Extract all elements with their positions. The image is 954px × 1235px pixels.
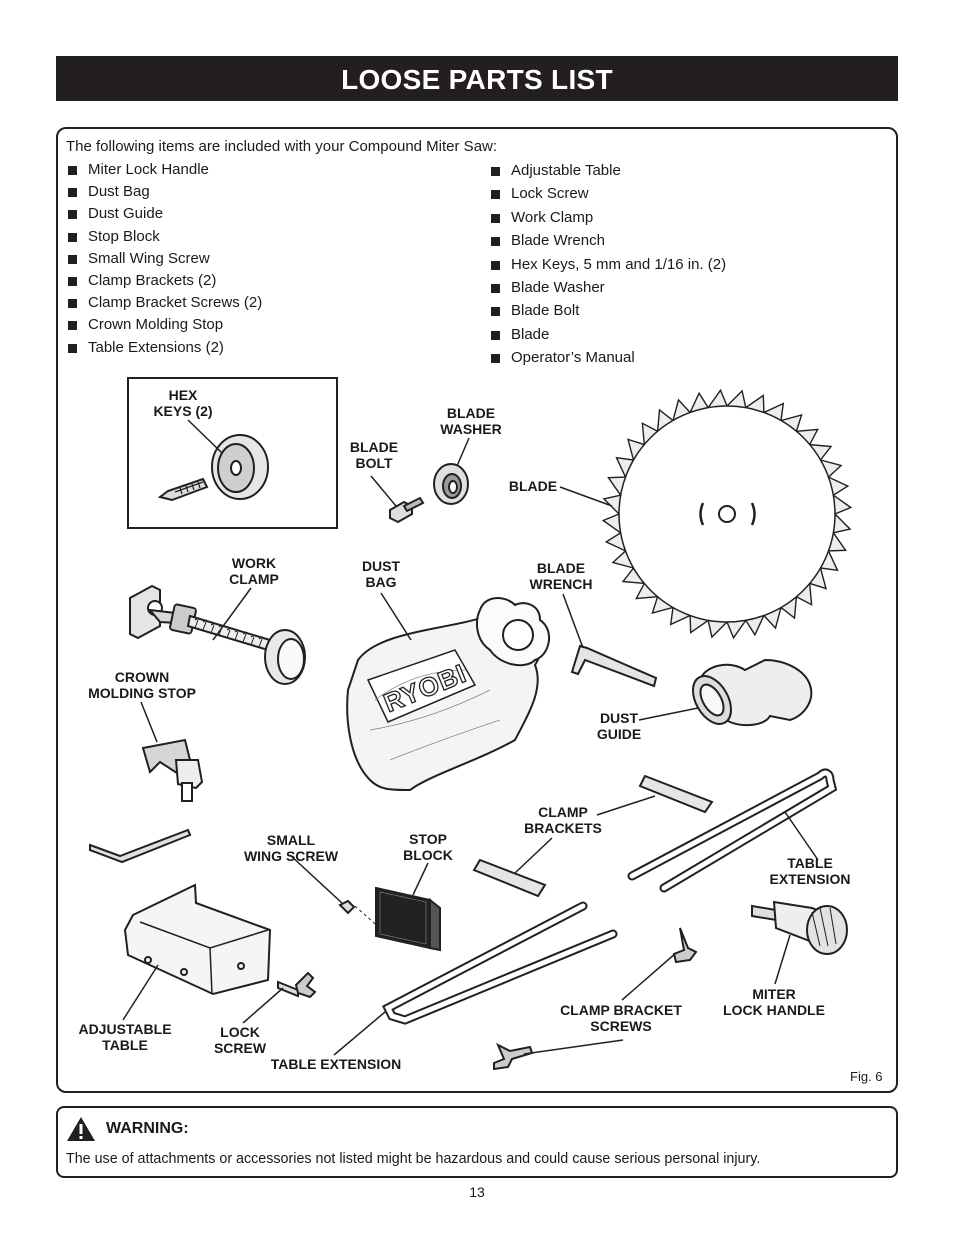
clamp-bracket-illustration [472,774,714,898]
list-item: Blade [490,326,726,349]
crown-molding-stop-illustration [141,738,204,802]
page-number: 13 [469,1184,485,1200]
clamp-bracket-screw-illustration [493,927,698,1071]
page-title: LOOSE PARTS LIST [56,56,898,101]
list-item: Clamp Bracket Screws (2) [67,294,262,316]
list-item: Dust Bag [67,183,262,205]
list-item: Operator’s Manual [490,349,726,372]
dust-guide-illustration [692,658,813,727]
list-item: Table Extensions (2) [67,339,262,361]
miter-lock-handle-illustration [751,900,848,955]
warning-icon [67,1117,95,1141]
label-dust-bag: DUST BAG [361,558,401,590]
label-blade: BLADE [508,478,558,494]
parts-list-right: Adjustable Table Lock Screw Work Clamp B… [490,162,726,373]
intro-text: The following items are included with yo… [66,138,498,155]
label-lock-screw: LOCK SCREW [213,1024,267,1056]
blade-bolt-illustration [389,496,425,524]
label-small-wing-screw: SMALL WING SCREW [243,832,339,864]
list-item: Blade Bolt [490,302,726,325]
small-wing-screw-illustration [338,899,356,915]
hex-keys-illustration [157,434,269,502]
label-blade-bolt: BLADE BOLT [349,439,399,471]
warning-title: WARNING: [106,1120,189,1137]
table-extension-right-illustration [627,768,838,893]
blade-wrench-illustration [570,644,658,688]
label-clamp-bracket-screws: CLAMP BRACKET SCREWS [560,1002,682,1034]
list-item: Blade Wrench [490,232,726,255]
label-miter-lock-handle: MITER LOCK HANDLE [723,986,825,1018]
blade-washer-illustration [433,463,469,505]
work-clamp-illustration [129,584,306,685]
label-table-extension-right: TABLE EXTENSION [769,855,851,887]
list-item: Lock Screw [490,185,726,208]
label-dust-guide: DUST GUIDE [596,710,642,742]
parts-list-left: Miter Lock Handle Dust Bag Dust Guide St… [67,161,262,361]
adjustable-table-illustration [123,883,272,996]
label-clamp-brackets: CLAMP BRACKETS [524,804,602,836]
list-item: Dust Guide [67,205,262,227]
stop-block-illustration [375,886,441,952]
label-blade-wrench: BLADE WRENCH [529,560,593,592]
list-item: Clamp Brackets (2) [67,272,262,294]
hex-keys-inset [127,377,338,529]
label-blade-washer: BLADE WASHER [440,405,502,437]
label-hex-keys: HEX KEYS (2) [153,387,213,419]
label-work-clamp: WORK CLAMP [229,555,279,587]
label-stop-block: STOP BLOCK [403,831,453,863]
label-adjustable-table: ADJUSTABLE TABLE [78,1021,172,1053]
parts-list-panel [56,127,898,1093]
hex-key-illustration [89,828,192,864]
list-item: Adjustable Table [490,162,726,185]
label-crown-molding-stop: CROWN MOLDING STOP [88,669,196,701]
label-table-extension-bottom: TABLE EXTENSION [270,1056,402,1072]
dust-bag-illustration [346,597,550,792]
warning-panel [56,1106,898,1178]
warning-text: The use of attachments or accessories no… [66,1151,761,1167]
lock-screw-illustration [277,971,317,999]
list-item: Blade Washer [490,279,726,302]
list-item: Work Clamp [490,209,726,232]
table-extension-bottom-illustration [381,901,618,1025]
blade-illustration [601,388,853,640]
list-item: Crown Molding Stop [67,316,262,338]
figure-number: Fig. 6 [850,1069,883,1084]
list-item: Miter Lock Handle [67,161,262,183]
list-item: Stop Block [67,228,262,250]
list-item: Small Wing Screw [67,250,262,272]
list-item: Hex Keys, 5 mm and 1/16 in. (2) [490,256,726,279]
